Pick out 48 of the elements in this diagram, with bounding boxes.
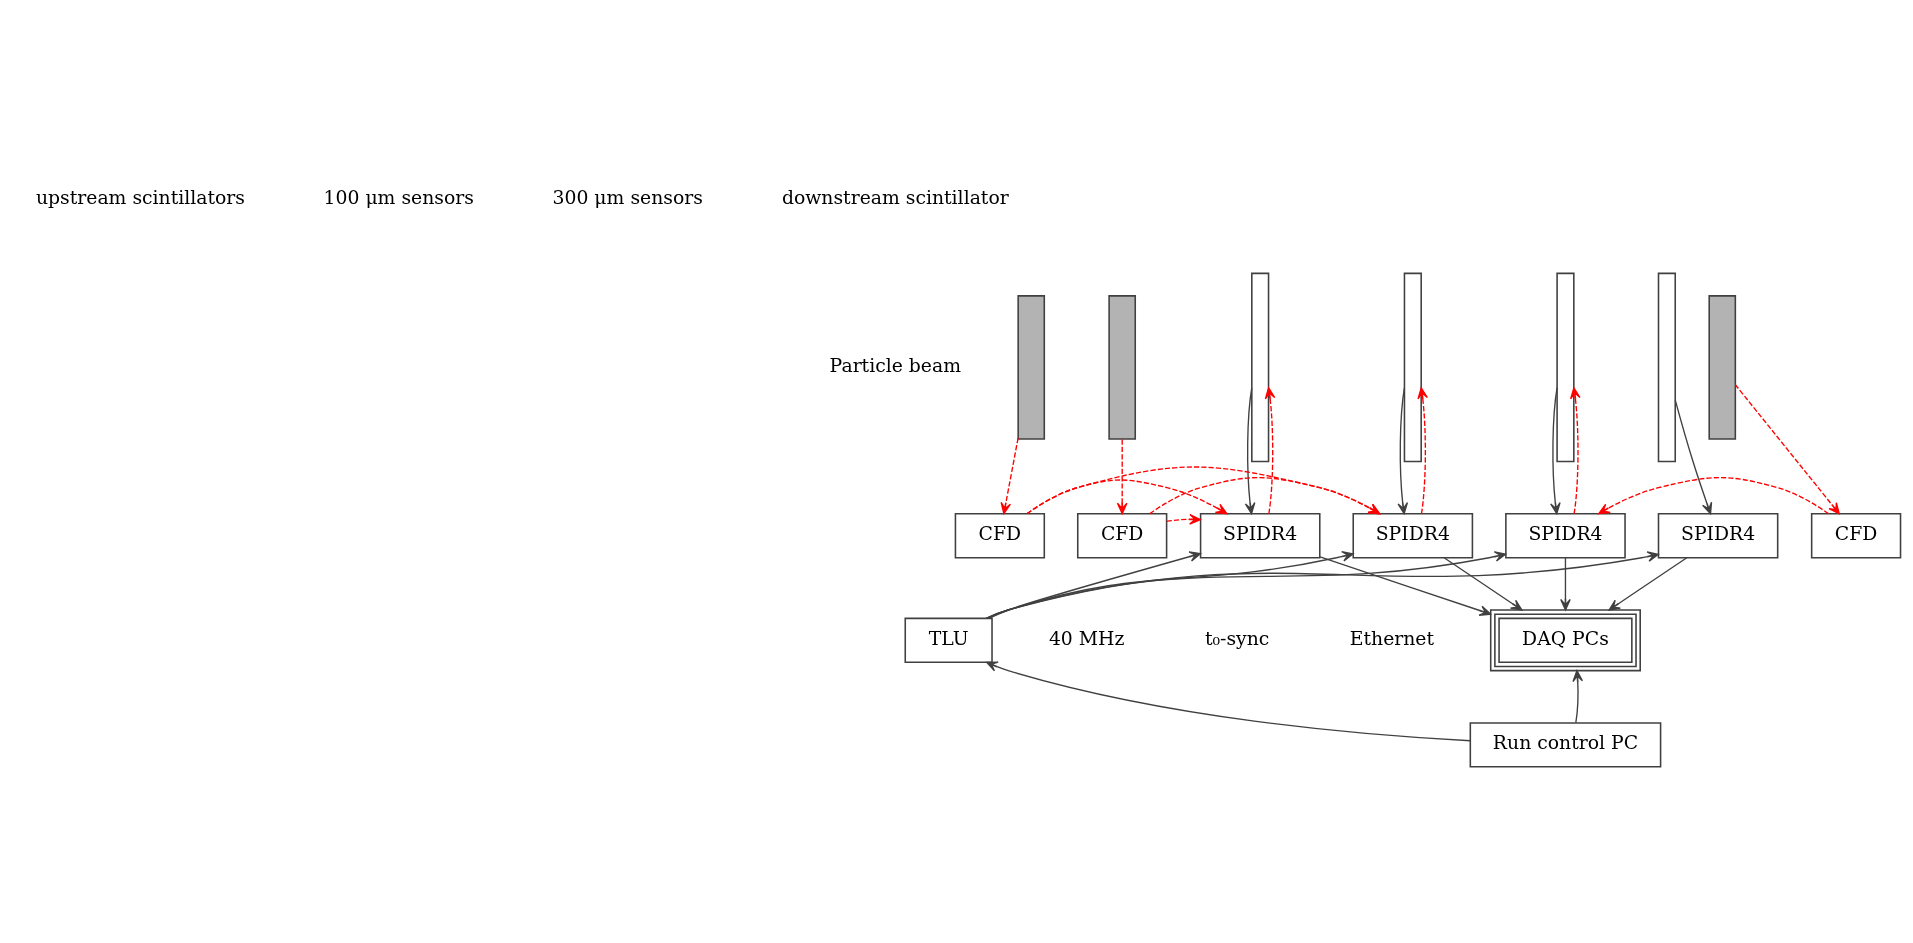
arrow xyxy=(1607,556,1687,611)
node-box: CFD xyxy=(954,512,1045,558)
node-bar xyxy=(1657,272,1676,462)
node-box: SPIDR4 xyxy=(1351,512,1473,558)
node-box: CFD xyxy=(1810,512,1901,558)
node-box: TLU xyxy=(903,617,993,663)
node-bar xyxy=(1016,294,1045,440)
arrow xyxy=(1244,386,1255,514)
node-bar xyxy=(1107,294,1136,440)
node-bar xyxy=(1555,272,1575,462)
label: upstream scintillators xyxy=(35,186,245,208)
arrow xyxy=(1148,476,1380,514)
arrow xyxy=(1674,398,1712,514)
node-bar xyxy=(1707,294,1736,440)
arrow xyxy=(985,550,1506,619)
arrow xyxy=(1264,386,1275,514)
arrow xyxy=(987,550,1201,619)
arrow xyxy=(1116,438,1128,514)
label: downstream scintillator xyxy=(781,186,1009,208)
label: t₀-sync xyxy=(1204,627,1269,649)
node-box: SPIDR4 xyxy=(1504,512,1626,558)
arrow xyxy=(1396,386,1408,514)
arrow xyxy=(1569,386,1581,514)
arrow xyxy=(1549,386,1561,514)
arrow xyxy=(984,550,1659,619)
arrow xyxy=(1318,555,1491,616)
node-bar xyxy=(1403,272,1422,462)
node-bar xyxy=(1250,272,1269,462)
arrow xyxy=(1000,436,1019,514)
arrow xyxy=(1734,383,1840,514)
node-box: Run control PC xyxy=(1469,721,1661,768)
label: Ethernet xyxy=(1349,627,1434,649)
node-box: SPIDR4 xyxy=(1657,512,1778,558)
arrow xyxy=(985,660,1471,741)
label: 300 μm sensors xyxy=(552,186,703,208)
arrow xyxy=(1597,476,1829,514)
node-box: SPIDR4 xyxy=(1199,512,1321,558)
arrow xyxy=(1571,669,1583,723)
label: Particle beam xyxy=(829,354,961,376)
arrow xyxy=(1416,386,1428,514)
arrow xyxy=(1165,513,1201,525)
node-box: DAQ PCs xyxy=(1489,608,1641,671)
label: 40 MHz xyxy=(1048,627,1124,649)
arrow xyxy=(1442,556,1522,611)
label: 100 μm sensors xyxy=(323,186,474,208)
arrow xyxy=(1559,556,1571,611)
arrow xyxy=(1025,465,1380,514)
node-box: CFD xyxy=(1076,512,1167,558)
